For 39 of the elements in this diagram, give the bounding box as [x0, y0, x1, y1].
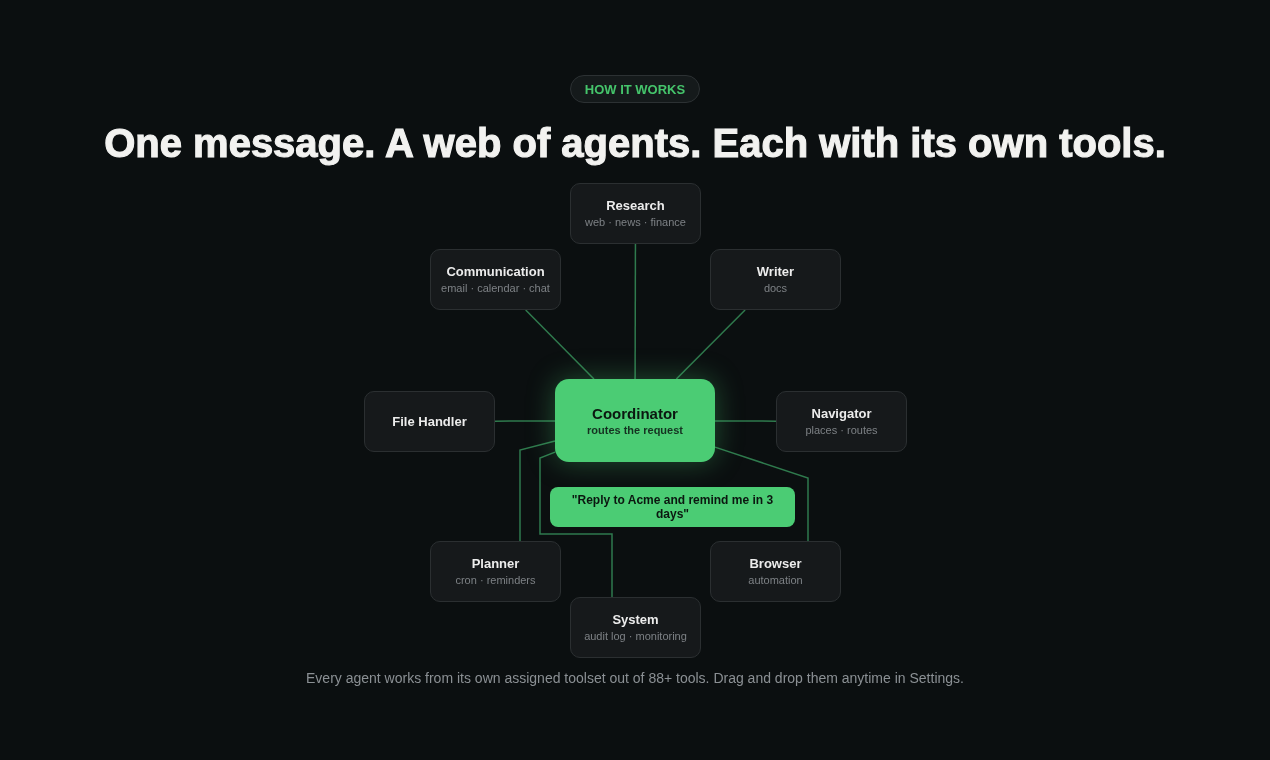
caption-text: Every agent works from its own assigned toolset out of 88+ tools. Drag and drop them anytime in Settings.: [305, 669, 965, 687]
agent-name: Writer: [756, 264, 795, 280]
coordinator-subtitle: routes the request: [587, 422, 683, 437]
agent-card: [570, 597, 701, 658]
agent-name: File Handler: [392, 413, 467, 430]
section-tag: HOW IT WORKS: [570, 75, 700, 103]
connector-line: [634, 243, 637, 380]
connector-line: [539, 451, 613, 598]
agent-tools: email · calendar · chat: [441, 281, 550, 295]
connector-line: [519, 440, 556, 542]
agent-tools: cron · reminders: [455, 573, 536, 587]
connector-line: [524, 309, 595, 380]
coordinator-name: Coordinator: [592, 404, 678, 423]
connector-line: [494, 420, 556, 422]
agent-name: Browser: [749, 556, 802, 572]
agent-card: [364, 391, 495, 452]
agent-tools: web · news · finance: [585, 215, 686, 229]
agent-card: [570, 183, 701, 244]
agent-tools: audit log · monitoring: [584, 629, 687, 643]
agent-name: System: [612, 612, 659, 628]
agent-name: Communication: [446, 264, 545, 280]
agent-tools: automation: [748, 573, 803, 587]
connector-line: [714, 446, 809, 542]
connector-line: [675, 309, 746, 380]
coordinator-box: [555, 379, 715, 462]
agent-card: [710, 249, 841, 310]
agent-tools: places · routes: [805, 423, 878, 437]
agent-card: [710, 541, 841, 602]
connector-line: [714, 420, 777, 422]
message-bubble: [550, 487, 795, 527]
agent-card: [430, 249, 561, 310]
agent-name: Planner: [471, 556, 520, 572]
agent-tools: docs: [763, 281, 788, 295]
agent-name: Navigator: [811, 406, 872, 422]
agent-card: [776, 391, 907, 452]
agent-name: Research: [606, 198, 665, 214]
message-text: "Reply to Acme and remind me in 3 days": [570, 493, 775, 521]
page-heading: One message. A web of agents. Each with its own tools.: [103, 120, 1167, 167]
agent-card: [430, 541, 561, 602]
